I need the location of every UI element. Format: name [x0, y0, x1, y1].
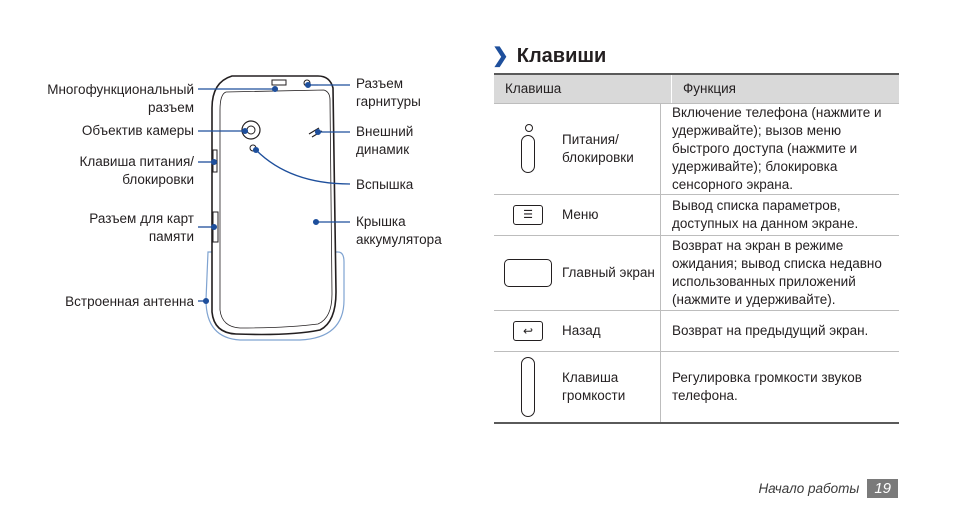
key-name: Меню: [562, 207, 599, 222]
multifunction-jack-shape: [271, 79, 287, 86]
icon-cell: [494, 352, 562, 422]
page-footer: Начало работы 19: [758, 479, 898, 498]
label-power-key: Клавиша питания/ блокировки: [79, 154, 195, 187]
table-row: Главный экран Возврат на экран в режиме …: [494, 236, 899, 311]
label-flash: Вспышка: [356, 177, 414, 192]
volume-key-icon: [521, 357, 535, 417]
label-headset-jack: Разъем гарнитуры: [356, 76, 421, 109]
table-row: ☰ Меню Вывод списка параметров, доступны…: [494, 195, 899, 236]
table-header: Клавиша Функция: [494, 73, 899, 104]
menu-key-icon: ☰: [513, 205, 543, 225]
icon-cell: ↩: [494, 311, 562, 351]
page-number: 19: [867, 479, 898, 498]
phone-back-diagram: Многофункциональный разъем Объектив каме…: [0, 0, 470, 518]
label-speaker: Внешний динамик: [356, 124, 414, 157]
key-name: Питания/ блокировки: [562, 132, 634, 165]
phone-body: [211, 75, 337, 336]
key-name: Назад: [562, 323, 601, 338]
key-function: Возврат на предыдущий экран.: [660, 311, 899, 351]
leader-lines: [198, 81, 351, 305]
key-function: Возврат на экран в режиме ожидания; выво…: [660, 236, 899, 310]
icon-cell: [494, 236, 562, 310]
label-memory-card-slot: Разъем для карт памяти: [89, 211, 194, 244]
table-row: Клавиша громкости Регулировка громкости …: [494, 352, 899, 424]
label-internal-antenna: Встроенная антенна: [65, 294, 194, 309]
footer-section-label: Начало работы: [758, 481, 860, 496]
key-function: Вывод списка параметров, доступных на да…: [660, 195, 899, 235]
table-row: Питания/ блокировки Включение телефона (…: [494, 104, 899, 195]
battery-cover-edge: [219, 89, 333, 329]
key-function: Включение телефона (нажмите и удерживайт…: [660, 104, 899, 194]
table-row: ↩ Назад Возврат на предыдущий экран.: [494, 311, 899, 352]
label-camera-lens: Объектив камеры: [81, 123, 194, 138]
phone-illustration: [198, 75, 351, 341]
back-key-icon: ↩: [513, 321, 543, 341]
section-title: Клавиши: [516, 44, 607, 67]
key-name: Клавиша громкости: [562, 370, 626, 403]
key-name: Главный экран: [562, 265, 655, 280]
camera-lens-shape: [241, 120, 261, 140]
power-key-dot: [525, 124, 533, 132]
icon-cell: [494, 104, 562, 194]
keys-table: Клавиша Функция Питания/ блокировки Вклю…: [494, 73, 899, 424]
power-key-icon: [521, 124, 535, 173]
key-function: Регулировка громкости звуков телефона.: [660, 352, 899, 422]
antenna-area-outline: [205, 251, 345, 341]
header-key: Клавиша: [505, 81, 562, 96]
header-function: Функция: [671, 75, 899, 103]
speaker-grille-1: [308, 127, 320, 135]
home-key-icon: [504, 259, 552, 287]
label-battery-cover: Крышка аккумулятора: [356, 214, 442, 247]
section-header: ❯ Клавиши: [492, 44, 606, 68]
label-multifunction-jack: Многофункциональный разъем: [47, 82, 194, 115]
chevron-right-icon: ❯: [492, 45, 509, 67]
icon-cell: ☰: [494, 195, 562, 235]
